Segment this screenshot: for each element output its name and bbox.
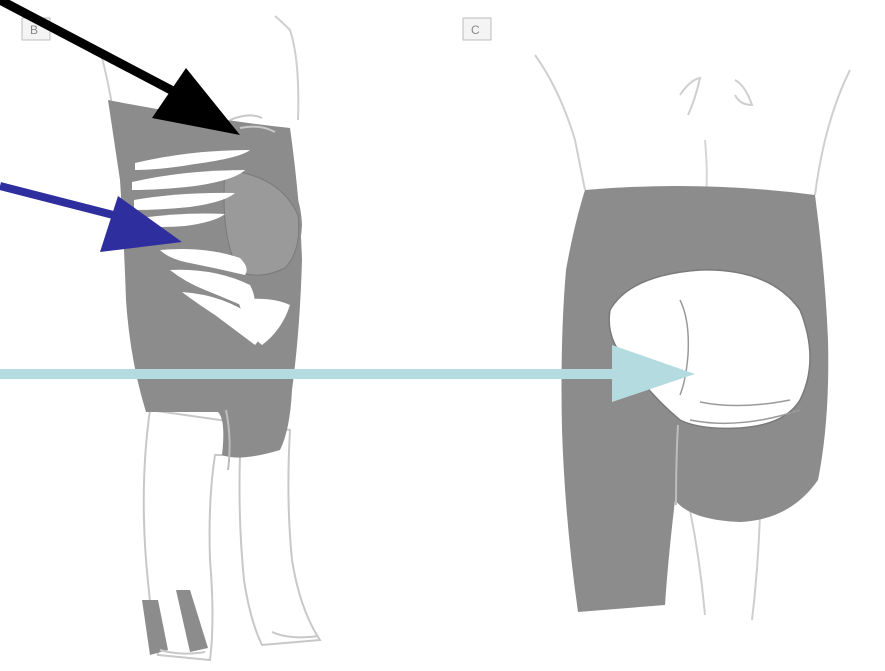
panel-c-upper-body-outline (535, 55, 850, 195)
panel-c-shoulder-blades (680, 78, 752, 115)
panel-c-lower-leg-outline (690, 510, 760, 620)
panel-c-figure: C (463, 18, 850, 620)
panel-b-label: B (30, 23, 38, 37)
panel-c-label: C (471, 23, 480, 37)
